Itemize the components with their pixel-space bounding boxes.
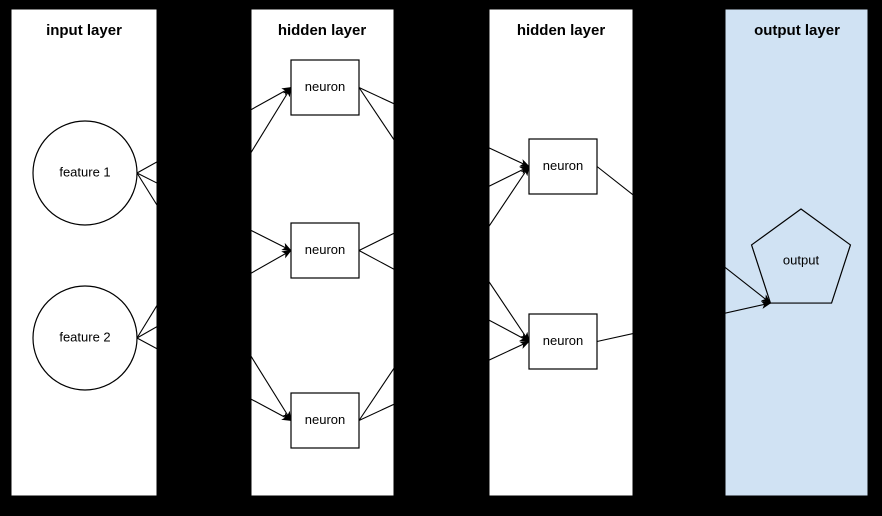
connection-edge: [358, 403, 394, 421]
node-hidden-2-neuron-2[interactable]: neuron: [528, 313, 598, 370]
connection-edge: [358, 232, 394, 251]
connection-edge: [596, 166, 633, 196]
node-rect-hidden-1-neuron-3[interactable]: [290, 392, 360, 449]
connection-edge: [358, 367, 394, 421]
node-label-hidden-1-neuron-3: neuron: [305, 412, 345, 427]
connection-edge-arrow: [251, 250, 292, 274]
connection-edge-arrow: [489, 341, 530, 361]
node-hidden-1-neuron-3[interactable]: neuron: [290, 392, 360, 449]
node-label-output-node: output: [783, 252, 820, 267]
node-label-feature-1: feature 1: [59, 164, 110, 179]
connection-edge: [358, 250, 394, 270]
node-label-hidden-2-neuron-2: neuron: [543, 333, 583, 348]
node-hidden-2-neuron-1[interactable]: neuron: [528, 138, 598, 195]
node-hidden-1-neuron-1[interactable]: neuron: [290, 59, 360, 116]
connection-edge-arrow: [725, 266, 772, 304]
connection-edge-arrow: [489, 280, 530, 343]
node-hidden-1-neuron-2[interactable]: neuron: [290, 222, 360, 279]
node-circle-feature-2[interactable]: [32, 285, 138, 391]
layer-title-hidden-layer-1: hidden layer: [278, 22, 367, 39]
node-label-hidden-1-neuron-2: neuron: [305, 242, 345, 257]
layer-titles: input layer hidden layer hidden layer outpu…: [46, 22, 840, 39]
connection-edge: [596, 332, 633, 343]
node-rect-hidden-2-neuron-2[interactable]: [528, 313, 598, 370]
node-rect-hidden-1-neuron-1[interactable]: [290, 59, 360, 116]
layer-title-hidden-layer-2: hidden layer: [517, 22, 606, 39]
layer-panel-hidden-layer-2: [488, 8, 634, 497]
node-output-node[interactable]: output: [750, 208, 852, 304]
connection-edge: [358, 87, 394, 141]
layer-panel-input-layer: [10, 8, 158, 497]
connection-edges: [136, 86, 772, 422]
layer-nodes: feature 1 feature 2 neuron neuron neuron neur…: [32, 59, 852, 449]
connection-edge-arrow: [725, 301, 772, 314]
connection-edge-arrow: [251, 398, 292, 421]
connection-edge-arrow: [251, 229, 292, 251]
layer-title-output-layer: output layer: [754, 22, 840, 39]
connection-edge-arrow: [251, 355, 292, 422]
node-label-feature-2: feature 2: [59, 329, 110, 344]
connection-edge-arrow: [489, 147, 530, 167]
connection-edge-arrow: [489, 319, 530, 342]
node-rect-hidden-2-neuron-1[interactable]: [528, 138, 598, 195]
node-feature-2[interactable]: feature 2: [32, 285, 138, 391]
node-label-hidden-2-neuron-1: neuron: [543, 158, 583, 173]
connection-edge-arrow: [251, 87, 292, 111]
connection-edge: [358, 87, 394, 105]
connection-edge-arrow: [489, 166, 530, 187]
node-circle-feature-1[interactable]: [32, 120, 138, 226]
node-feature-1[interactable]: feature 1: [32, 120, 138, 226]
connection-edge-arrow: [251, 86, 292, 154]
connection-edge-arrow: [489, 165, 530, 228]
layer-panels: [10, 8, 869, 497]
node-label-hidden-1-neuron-1: neuron: [305, 79, 345, 94]
node-rect-hidden-1-neuron-2[interactable]: [290, 222, 360, 279]
node-pentagon-output-node[interactable]: [750, 208, 852, 304]
layer-title-input-layer: input layer: [46, 22, 122, 39]
